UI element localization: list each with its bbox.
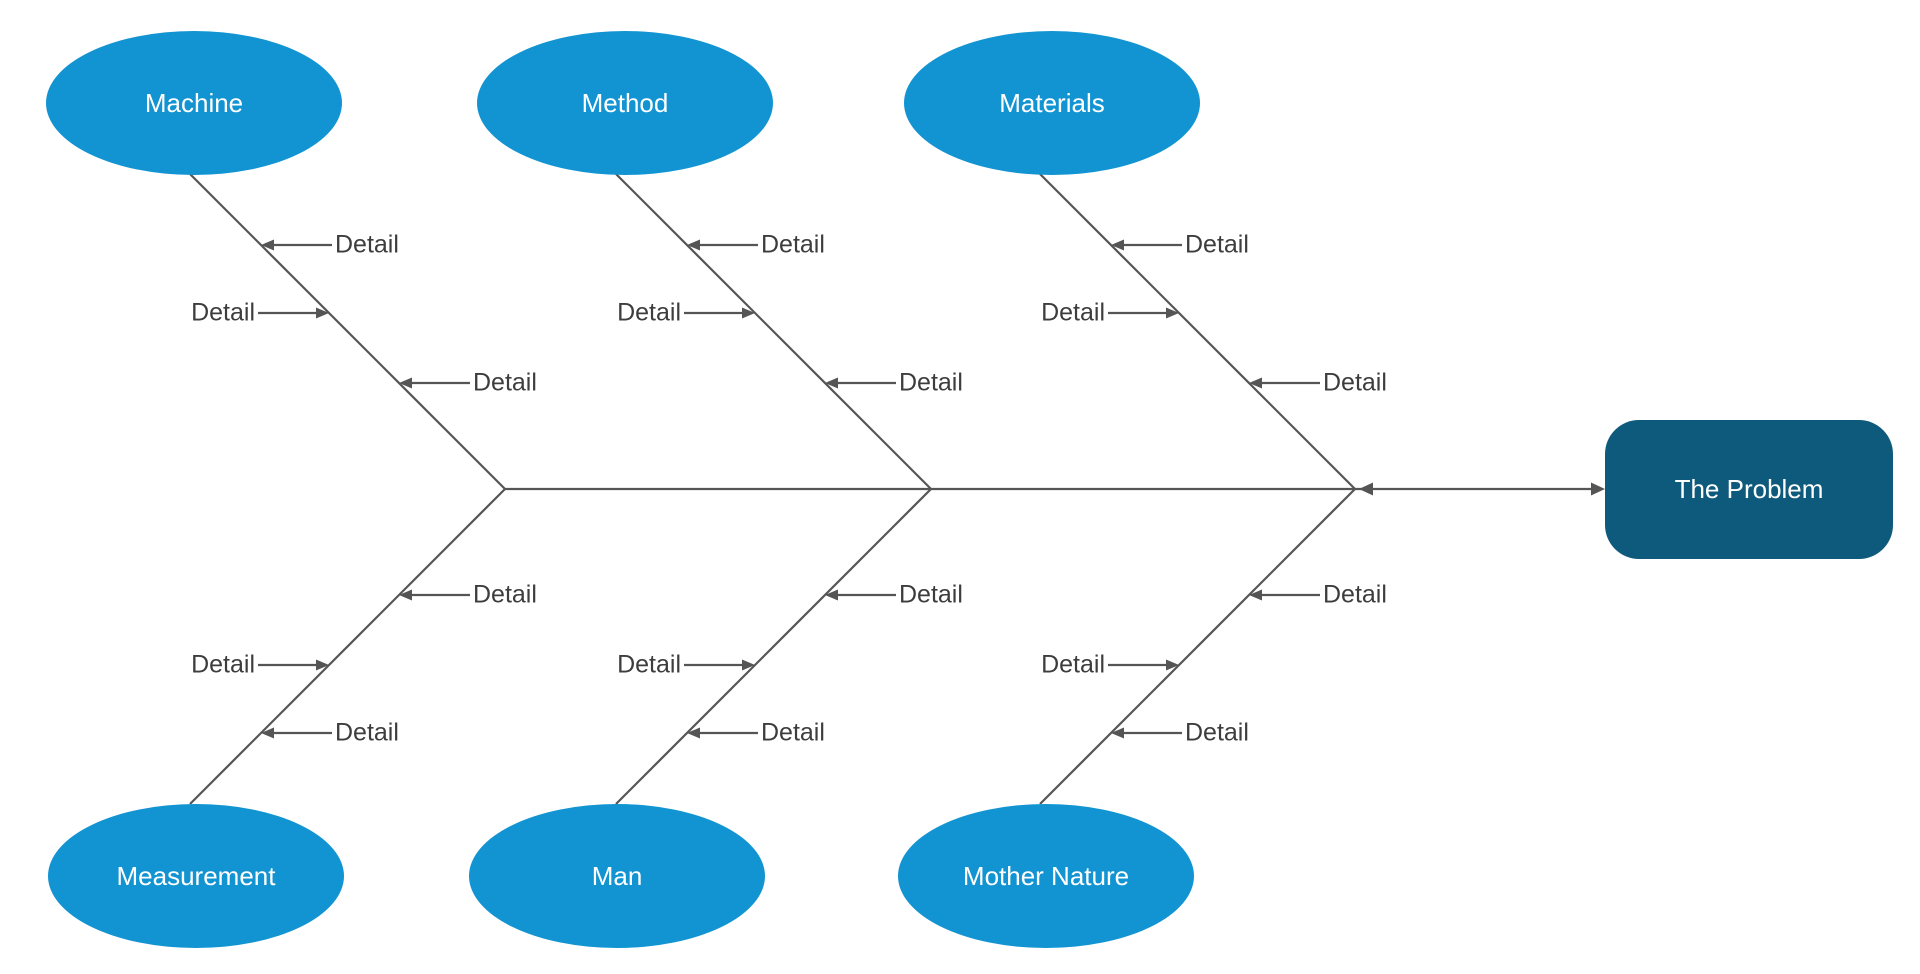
- bone-measurement: [189, 488, 506, 805]
- node-problem[interactable]: The Problem: [1605, 420, 1893, 559]
- detail-arrowhead-icon: [261, 239, 274, 251]
- node-man[interactable]: Man: [469, 804, 765, 948]
- detail-arrowhead-icon: [687, 239, 700, 251]
- bone-materials: [1039, 173, 1356, 490]
- node-materials-label: Materials: [999, 87, 1105, 118]
- node-method[interactable]: Method: [477, 31, 773, 175]
- detail-label[interactable]: Detail: [1185, 230, 1249, 259]
- detail-label[interactable]: Detail: [899, 368, 963, 397]
- bone-machine: [189, 173, 506, 490]
- node-measurement[interactable]: Measurement: [48, 804, 344, 948]
- detail-label[interactable]: Detail: [899, 580, 963, 609]
- detail-label[interactable]: Detail: [761, 230, 825, 259]
- detail-arrowhead-icon: [1111, 727, 1124, 739]
- node-man-label: Man: [591, 860, 643, 891]
- detail-label[interactable]: Detail: [1323, 580, 1387, 609]
- detail-label[interactable]: Detail: [335, 718, 399, 747]
- bone-mother-nature: [1039, 488, 1356, 805]
- node-measurement-label: Measurement: [116, 860, 276, 891]
- detail-arrowhead-icon: [1166, 659, 1179, 671]
- detail-arrowhead-icon: [1111, 239, 1124, 251]
- detail-label[interactable]: Detail: [473, 368, 537, 397]
- node-materials[interactable]: Materials: [904, 31, 1200, 175]
- detail-label[interactable]: Detail: [191, 298, 255, 327]
- detail-label[interactable]: Detail: [617, 298, 681, 327]
- node-machine[interactable]: Machine: [46, 31, 342, 175]
- node-machine-label: Machine: [144, 87, 244, 118]
- detail-arrowhead-icon: [825, 377, 838, 389]
- detail-label[interactable]: Detail: [1041, 298, 1105, 327]
- detail-arrowhead-icon: [399, 377, 412, 389]
- detail-label[interactable]: Detail: [761, 718, 825, 747]
- detail-arrowhead-icon: [316, 659, 329, 671]
- detail-label[interactable]: Detail: [191, 650, 255, 679]
- detail-arrowhead-icon: [1249, 377, 1262, 389]
- detail-arrowhead-icon: [742, 307, 755, 319]
- spine-right-arrowhead-icon: [1591, 482, 1605, 496]
- detail-arrowhead-icon: [687, 727, 700, 739]
- spine-left-arrowhead-icon: [1359, 482, 1373, 496]
- detail-arrowhead-icon: [316, 307, 329, 319]
- node-mother-nature-label: Mother Nature: [962, 860, 1130, 891]
- bone-man: [615, 488, 932, 805]
- node-mother-nature[interactable]: Mother Nature: [898, 804, 1194, 948]
- detail-arrowhead-icon: [1249, 589, 1262, 601]
- detail-arrowhead-icon: [399, 589, 412, 601]
- detail-label[interactable]: Detail: [1323, 368, 1387, 397]
- detail-label[interactable]: Detail: [1041, 650, 1105, 679]
- detail-label[interactable]: Detail: [473, 580, 537, 609]
- detail-arrowhead-icon: [825, 589, 838, 601]
- node-method-label: Method: [581, 87, 669, 118]
- bone-method: [615, 173, 932, 490]
- detail-arrowhead-icon: [1166, 307, 1179, 319]
- detail-label[interactable]: Detail: [617, 650, 681, 679]
- detail-arrowhead-icon: [742, 659, 755, 671]
- detail-arrowhead-icon: [261, 727, 274, 739]
- detail-label[interactable]: Detail: [335, 230, 399, 259]
- node-problem-label: The Problem: [1674, 474, 1824, 504]
- detail-label[interactable]: Detail: [1185, 718, 1249, 747]
